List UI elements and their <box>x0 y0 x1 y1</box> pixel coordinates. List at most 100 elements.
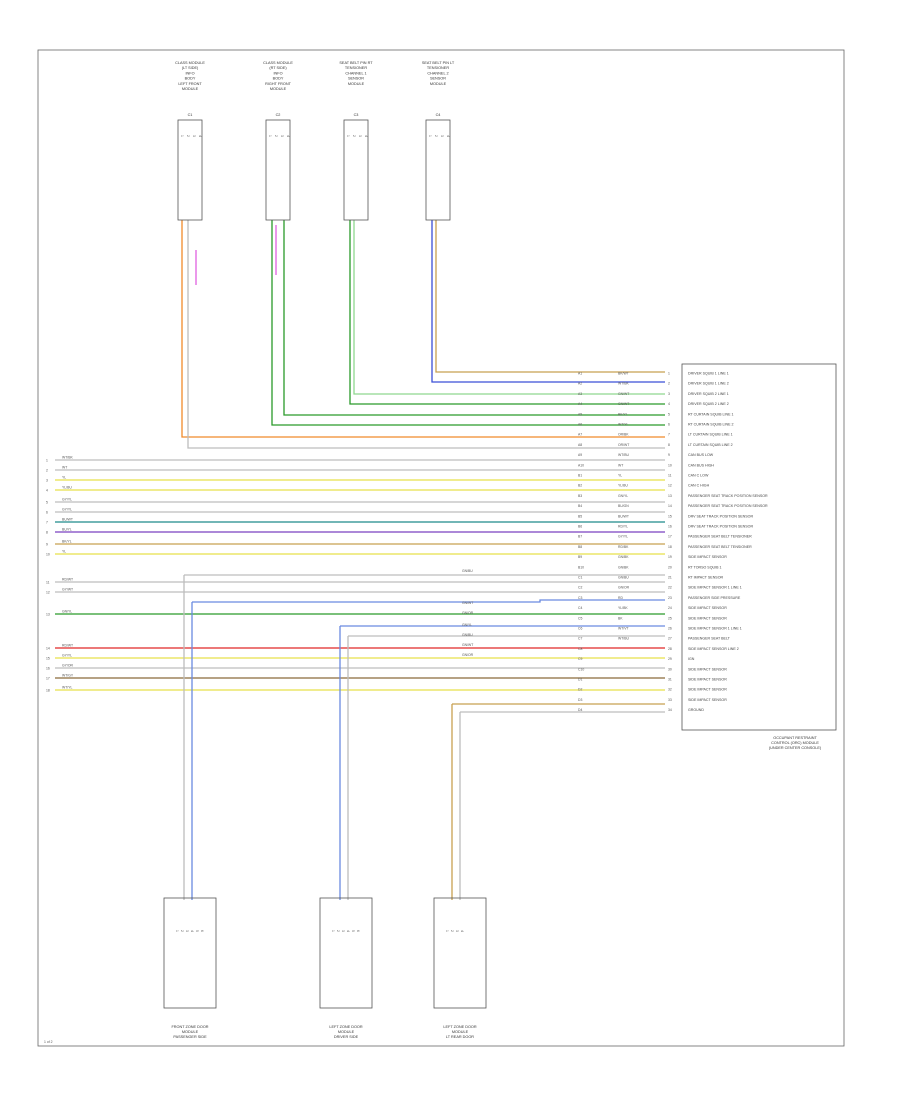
top-module-ref: C3 <box>354 113 359 117</box>
top-module-connector <box>343 119 369 221</box>
connector-pin: A1 <box>578 372 582 376</box>
left-pin-number: 12 <box>46 591 50 595</box>
orc-pin-label: GROUND <box>688 708 704 712</box>
top-module-pin: 4 <box>198 135 202 137</box>
wire-code: RD/BK <box>618 545 629 549</box>
inline-wire-label: GN/YL <box>462 623 472 627</box>
wires: WT/BK1WT2YL3YL/BU4GY/YL5GY/YL6BU/WT7BU/Y… <box>46 220 665 900</box>
bottom-module-pin: 4 <box>190 930 194 932</box>
left-wire-label: BK/YL <box>62 540 72 544</box>
inline-wire-label: GN/WT <box>462 643 473 647</box>
top-module-pin: 4 <box>286 135 290 137</box>
wire-code: BK <box>618 616 623 620</box>
orc-pin-label: CAN BUS HIGH <box>688 463 714 467</box>
connector-pin: C9 <box>578 657 582 661</box>
left-pin-number: 10 <box>46 553 50 557</box>
bottom-module-label: LT REAR DOOR <box>446 1035 474 1039</box>
orc-pin-number: 6 <box>668 423 670 427</box>
bottom-module-label: MODULE <box>452 1030 469 1034</box>
wire-code: YL/BK <box>618 606 628 610</box>
orc-pin-label: DRIVER SQUIB 2 LINE 1 <box>688 392 729 396</box>
orc-pin-label: SIDE IMPACT SENSOR <box>688 606 727 610</box>
top-module-connector <box>425 119 451 221</box>
wire-code: YL <box>618 474 622 478</box>
top-module-label: CLASS MODULE <box>263 61 293 65</box>
orc-pin-number: 10 <box>668 463 672 467</box>
bottom-module-box <box>163 897 217 1009</box>
wire-green <box>349 220 665 405</box>
orc-pin-label: CAN BUS LOW <box>688 453 714 457</box>
wire-orange <box>181 220 665 438</box>
wire-tan <box>435 220 665 373</box>
orc-pin-number: 28 <box>668 647 672 651</box>
wire-green <box>271 220 665 426</box>
connector-pin: A8 <box>578 443 582 447</box>
connector-pin: A2 <box>578 382 582 386</box>
left-pin-number: 3 <box>46 479 48 483</box>
wire-white <box>187 220 665 449</box>
top-module-label: SEAT BELT PIN RT <box>339 61 373 65</box>
left-wire-label: WT <box>62 466 67 470</box>
orc-title-line: (UNDER CENTER CONSOLE) <box>769 746 822 750</box>
orc-pin-label: SIDE IMPACT SENSOR <box>688 698 727 702</box>
orc-title-line: OCCUPANT RESTRAINT <box>773 736 817 740</box>
bottom-module-pin: 1 <box>445 930 449 932</box>
connector-pin: B6 <box>578 525 582 529</box>
top-module-label: MODULE <box>182 87 199 91</box>
bottom-module-label: PASSENGER SIDE <box>173 1035 207 1039</box>
connector-pin: B9 <box>578 555 582 559</box>
top-module-pin: 3 <box>358 135 362 137</box>
top-module-pin: 1 <box>346 135 350 137</box>
left-wire-label: GY/YL <box>62 508 72 512</box>
connector-pin: C4 <box>578 606 582 610</box>
orc-pin-label: PASSENGER SEAT BELT <box>688 637 731 641</box>
orc-pin-number: 17 <box>668 535 672 539</box>
wire-code: GN/YL <box>618 494 628 498</box>
wire-code: OR/WT <box>618 443 629 447</box>
top-module-connector <box>265 119 291 221</box>
top-module-label: CHANNEL 2 <box>427 71 448 75</box>
orc-pin-label: PASSENGER SEAT BELT TENSIONER <box>688 545 752 549</box>
wire-code: GY/YL <box>618 535 628 539</box>
wire-green <box>283 220 665 416</box>
bottom-module-pin: 3 <box>455 930 459 932</box>
left-pin-number: 1 <box>46 459 48 463</box>
orc-pin-label: SIDE IMPACT SENSOR LINE 2 <box>688 647 739 651</box>
orc-pin-number: 33 <box>668 698 672 702</box>
connector-pin: C2 <box>578 586 582 590</box>
orc-module: OCCUPANT RESTRAINT CONTROL (ORC) MODULE … <box>578 363 837 750</box>
top-module-label: (LT SIDE) <box>182 66 199 70</box>
left-wire-label: WT/GY <box>62 674 74 678</box>
top-module-ref: C2 <box>276 113 281 117</box>
bottom-module-pin: 5 <box>351 930 355 932</box>
orc-pin-label: DRIVER SQUIB 1 LINE 1 <box>688 372 729 376</box>
orc-pin-number: 34 <box>668 708 672 712</box>
left-pin-number: 14 <box>46 647 50 651</box>
orc-module-box <box>681 363 837 731</box>
wire-code: WT/BU <box>618 637 629 641</box>
orc-pin-number: 32 <box>668 688 672 692</box>
connector-pin: C10 <box>578 667 584 671</box>
bottom-module-pin: 2 <box>450 930 454 932</box>
orc-pin-number: 13 <box>668 494 672 498</box>
bottom-module-pin: 2 <box>180 930 184 932</box>
bottom-module-pin: 6 <box>200 930 204 932</box>
left-pin-number: 13 <box>46 613 50 617</box>
orc-pin-number: 26 <box>668 627 672 631</box>
orc-pin-number: 25 <box>668 616 672 620</box>
connector-pin: A9 <box>578 453 582 457</box>
left-wire-label: BU/WT <box>62 518 73 522</box>
orc-pin-number: 20 <box>668 565 672 569</box>
bottom-module-box <box>433 897 487 1009</box>
orc-pin-label: RT TORSO SQUIB 1 <box>688 565 722 569</box>
left-pin-number: 9 <box>46 543 48 547</box>
connector-pin: C1 <box>578 576 582 580</box>
top-module-label: INFO <box>185 71 194 75</box>
top-module-pin: 2 <box>186 135 190 137</box>
orc-pin-number: 12 <box>668 484 672 488</box>
orc-pin-label: SIDE IMPACT SENSOR <box>688 667 727 671</box>
orc-pin-label: PASSENGER SEAT BELT TENSIONER <box>688 535 752 539</box>
connector-pin: C3 <box>578 596 582 600</box>
